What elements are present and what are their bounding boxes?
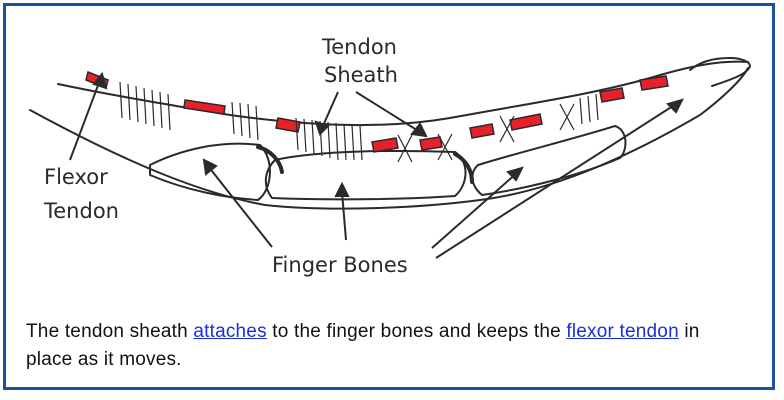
label-tendon-sheath-2: Sheath	[324, 63, 398, 87]
label-tendon-sheath-1: Tendon	[321, 35, 397, 59]
caption-text-2: to the finger bones and keeps the	[267, 321, 567, 342]
bone-middle	[266, 151, 466, 199]
label-finger-bones: Finger Bones	[272, 253, 408, 277]
finger-outline-bottom	[30, 68, 748, 209]
joint-2	[455, 154, 472, 182]
figure-caption: The tendon sheath attaches to the finger…	[26, 318, 726, 374]
link-flexor-tendon[interactable]: flexor tendon	[566, 321, 678, 342]
caption-text-1: The tendon sheath	[26, 321, 193, 342]
label-flexor-tendon-2: Tendon	[43, 199, 119, 223]
label-flexor-tendon-1: Flexor	[44, 165, 108, 189]
link-attaches[interactable]: attaches	[193, 321, 266, 342]
pointer-arrows	[70, 74, 682, 258]
